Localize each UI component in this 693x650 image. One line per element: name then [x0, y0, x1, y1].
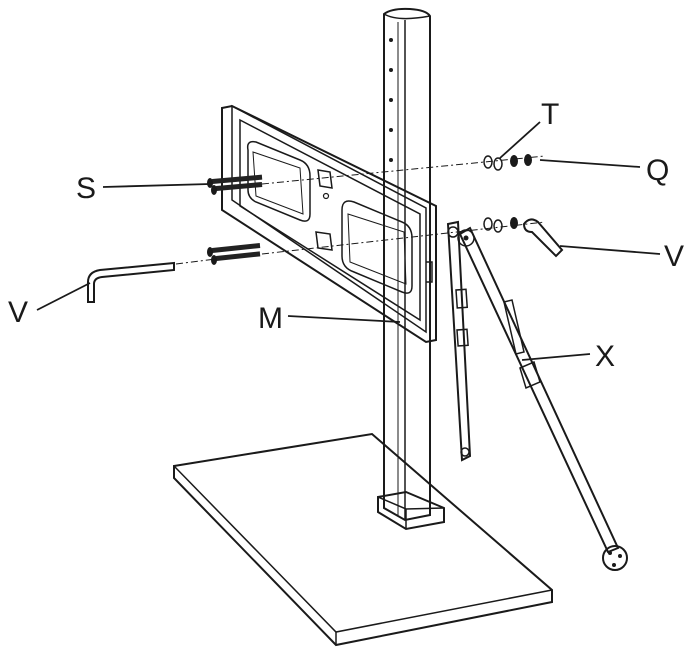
- base-plate: [173, 432, 553, 647]
- label-nut: Q: [646, 154, 669, 187]
- label-wrench-right: V: [664, 240, 684, 273]
- label-washer: T: [541, 98, 559, 131]
- hardware-lower: [483, 217, 518, 233]
- label-allen-key: V: [8, 296, 28, 329]
- label-plate: M: [258, 302, 283, 335]
- screws-upper: [207, 174, 263, 195]
- vertical-column: [383, 7, 431, 522]
- leader-lines: [36, 121, 661, 361]
- support-arms: [446, 220, 628, 571]
- mounting-plate: [221, 104, 437, 344]
- allen-key-left: [87, 261, 175, 303]
- alignment-lines: [175, 155, 546, 265]
- hardware-upper: [483, 154, 532, 171]
- label-screws: S: [76, 172, 96, 205]
- wrench-right: [522, 218, 564, 258]
- label-arms: X: [595, 340, 615, 373]
- screws-lower: [207, 242, 261, 265]
